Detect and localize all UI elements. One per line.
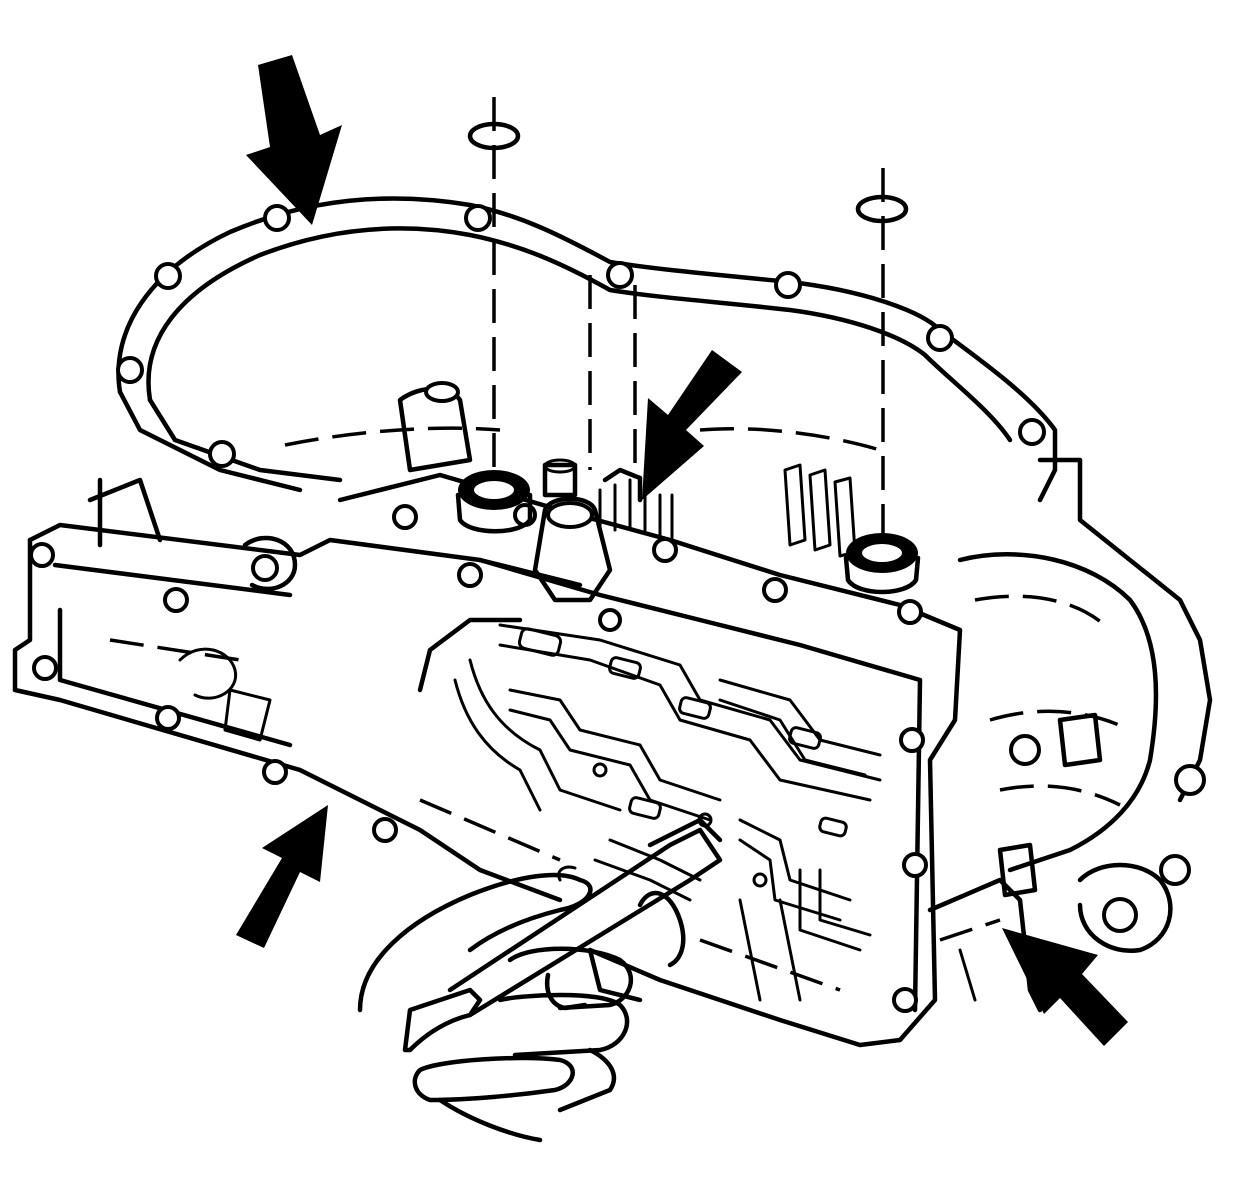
hand-with-wrench: [357, 817, 723, 1143]
arrow-center: [642, 350, 742, 500]
bolt-hole: [774, 271, 802, 299]
bolt-hole: [762, 577, 788, 603]
bolt-hole: [155, 705, 181, 731]
bolt-hole: [208, 440, 236, 468]
bolt-hole: [154, 262, 182, 290]
bolt-hole: [1018, 418, 1046, 446]
install-alignment-lines: [455, 97, 921, 595]
lower-case-detail: [419, 798, 1043, 1013]
bolt-hole: [892, 987, 918, 1013]
bolt-hole: [464, 204, 492, 232]
arrow-bottom-right: [1002, 928, 1128, 1046]
bolt-hole: [262, 759, 288, 785]
bolt-hole: [1159, 854, 1191, 886]
arrow-top-left: [246, 55, 342, 225]
o-ring-upper-right: [855, 194, 909, 224]
connector-pins: [598, 463, 857, 558]
side-cover-housing: [957, 457, 1213, 954]
arrow-bottom-left: [236, 805, 328, 948]
bolt-hole: [598, 608, 622, 632]
lower-case-pan-rail: [12, 477, 583, 903]
bolt-hole: [926, 324, 954, 352]
bolt-hole: [1174, 764, 1206, 796]
bolt-hole: [899, 727, 925, 753]
bolt-hole: [1009, 734, 1041, 766]
bolt-hole: [163, 587, 189, 613]
bolt-hole: [372, 817, 398, 843]
bolt-hole: [902, 852, 928, 878]
bolt-hole: [457, 562, 483, 588]
valve-body: [337, 381, 963, 1048]
case-bell-housing: [116, 196, 1058, 503]
callout-arrows: [236, 55, 1128, 1046]
bolt-hole: [652, 537, 678, 563]
bolt-hole: [263, 204, 291, 232]
bolt-hole: [32, 655, 58, 681]
o-ring-upper-left: [467, 121, 521, 151]
bolt-hole: [897, 599, 923, 625]
bolt-hole: [29, 542, 55, 568]
bolt-hole: [392, 504, 418, 530]
bolt-hole: [606, 261, 634, 289]
bolt-hole: [116, 356, 144, 384]
